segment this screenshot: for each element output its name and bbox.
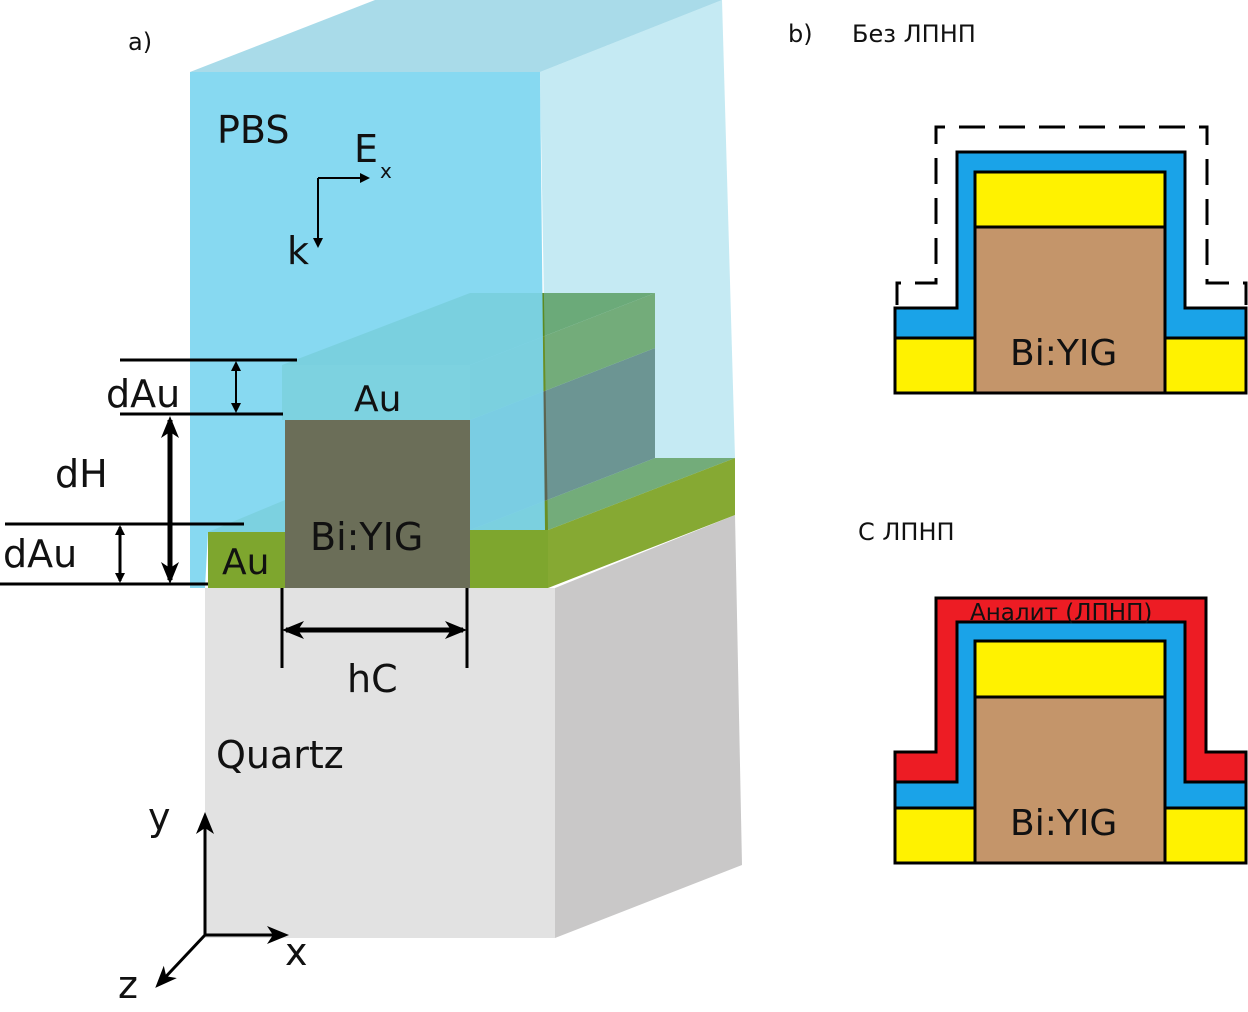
pbs-block-top — [190, 0, 722, 72]
axis-z-line — [155, 933, 207, 988]
analyte-label: Аналит (ЛПНП) — [970, 600, 1152, 626]
gold-top-2 — [973, 639, 1167, 699]
gold-bottom-right-2 — [1163, 806, 1248, 865]
au-bottom-right-front — [470, 530, 548, 588]
panel-b-label: b) — [788, 20, 813, 48]
au-bottom-label: Au — [222, 542, 269, 583]
dim-dau-bottom-label: dAu — [3, 532, 77, 576]
axis-y-label: y — [148, 795, 171, 839]
core-front-face — [285, 420, 470, 588]
quartz-side-face — [555, 515, 742, 938]
axis-z-label: z — [118, 963, 138, 1007]
biyig-core-2 — [973, 695, 1167, 865]
dim-dau-top-label: dAu — [106, 372, 180, 416]
au-bottom-right-side — [548, 458, 735, 588]
au-bottom-left-front — [208, 532, 285, 588]
core-label: Bi:YIG — [310, 515, 423, 559]
gold-top — [973, 170, 1167, 229]
pbs-block-front — [190, 72, 545, 588]
gold-bottom-left-2 — [893, 806, 977, 865]
dim-hc-label: hC — [347, 657, 398, 701]
pbs-block-side — [540, 0, 735, 530]
quartz-label: Quartz — [216, 733, 344, 777]
biyig-core-label-2: Bi:YIG — [1010, 803, 1117, 844]
pbs-label: PBS — [217, 108, 289, 152]
panel-b-title-with: С ЛПНП — [858, 518, 955, 546]
au-top-label: Au — [354, 379, 401, 420]
panel-b-with-analyte: Bi:YIG Аналит (ЛПНП) — [893, 596, 1248, 865]
panel-b-title-without: Без ЛПНП — [852, 20, 976, 48]
panel-a-label: a) — [128, 28, 152, 56]
gold-bottom-left — [893, 336, 977, 395]
k-vector-label: k — [287, 229, 309, 273]
quartz-front-face — [205, 588, 555, 938]
axis-x-label: x — [285, 930, 308, 974]
biyig-core — [973, 225, 1167, 395]
biyig-core-label: Bi:YIG — [1010, 333, 1117, 374]
dim-dh-label: dH — [55, 452, 108, 496]
panel-b-without-analyte: Bi:YIG — [893, 125, 1248, 395]
gold-bottom-right — [1163, 336, 1248, 395]
